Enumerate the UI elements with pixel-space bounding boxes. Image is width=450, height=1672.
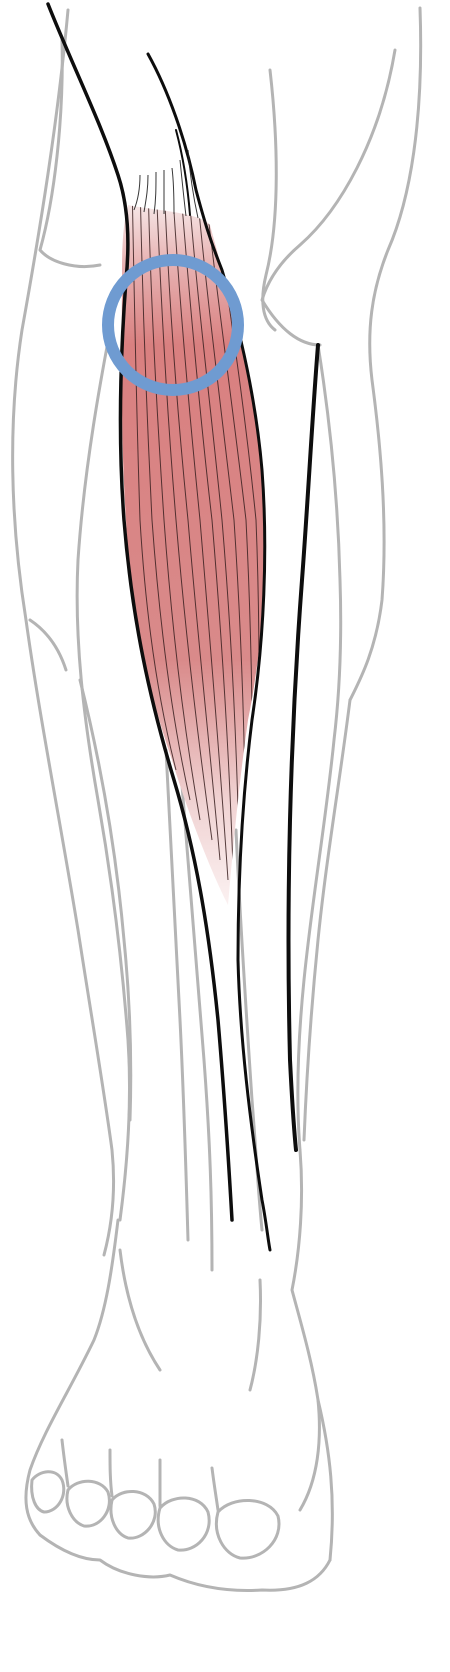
right-knee-upper [261,68,278,332]
toe-divider-4 [210,1466,220,1512]
tendon-black [146,52,272,1252]
left-knee-contour [28,618,68,672]
foot-arch [38,1533,332,1592]
leg-contours [11,6,423,1592]
toe-divider-1 [60,1438,70,1488]
ankle-right [290,1148,321,1512]
toe-4 [156,1496,211,1552]
right-mid-contour [296,343,343,1152]
highlight-ring [102,254,244,396]
right-shin-contour [302,698,352,1142]
ankle-left [24,1218,120,1537]
tibia-black-left [46,2,234,1222]
toe-5 [215,1499,281,1560]
toe-3 [109,1490,157,1540]
tibia-gray-2 [178,758,214,1272]
emphasis-lines [46,2,320,1252]
tendon-black-short [175,129,191,216]
foot-dorsum-2 [248,1278,263,1392]
foot-dorsum [118,1248,162,1372]
tibia-gray-1 [164,748,190,1242]
foot-outer [316,1398,334,1562]
toe-divider-2 [108,1448,114,1498]
outer-left-contour [11,8,116,1257]
shin-black-right [286,343,320,1152]
inner-left-contour [38,38,102,269]
right-knee-curve [260,48,397,347]
outer-right-contour [348,6,423,702]
upper-tendon-lines [133,149,199,219]
toe-2 [65,1479,111,1528]
toe-1 [30,1470,66,1514]
calf-gray-line [78,678,133,1122]
